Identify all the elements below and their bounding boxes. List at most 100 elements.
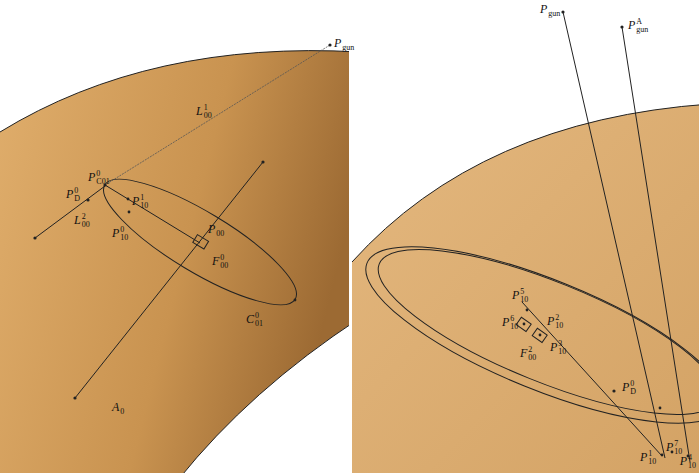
label-subscript: 00 bbox=[528, 354, 536, 362]
label-base: L bbox=[74, 213, 81, 227]
label-subscript: 10 bbox=[648, 458, 656, 466]
label-indices: 110 bbox=[648, 450, 656, 466]
point-label: P00 bbox=[208, 222, 224, 238]
label-base: P bbox=[547, 314, 554, 328]
label-base: P bbox=[66, 187, 73, 201]
label-indices: 200 bbox=[82, 213, 90, 229]
point-label: L200 bbox=[74, 213, 90, 229]
point-label: P710 bbox=[666, 440, 682, 456]
label-indices: 410 bbox=[688, 454, 696, 470]
label-indices: Agun bbox=[636, 18, 648, 34]
label-indices: 00 bbox=[216, 222, 224, 238]
point-label: P010 bbox=[112, 226, 128, 242]
label-subscript: C01 bbox=[96, 178, 109, 186]
point-label: P110 bbox=[640, 450, 656, 466]
label-indices: 210 bbox=[555, 314, 563, 330]
label-superscript: A bbox=[636, 18, 648, 26]
label-superscript: 2 bbox=[555, 314, 563, 322]
label-base: P bbox=[540, 2, 547, 16]
label-indices: 710 bbox=[674, 440, 682, 456]
label-base: L bbox=[196, 104, 203, 118]
label-subscript: 10 bbox=[688, 462, 696, 470]
point-label: P0D bbox=[622, 380, 636, 396]
label-subscript: 10 bbox=[120, 234, 128, 242]
label-subscript: D bbox=[74, 195, 80, 203]
label-superscript: 0 bbox=[74, 187, 80, 195]
label-indices: gun bbox=[548, 2, 560, 18]
label-superscript: 3 bbox=[558, 340, 566, 348]
label-indices: 0D bbox=[630, 380, 636, 396]
point-label: Pgun bbox=[334, 36, 354, 52]
point-label: F200 bbox=[520, 346, 536, 362]
label-superscript bbox=[216, 222, 224, 230]
label-indices: 000 bbox=[220, 254, 228, 270]
label-superscript: 1 bbox=[204, 104, 212, 112]
label-subscript: 00 bbox=[204, 112, 212, 120]
label-indices: gun bbox=[342, 36, 354, 52]
label-indices: 0 bbox=[120, 400, 124, 416]
label-subscript: 10 bbox=[140, 202, 148, 210]
label-indices: 001 bbox=[255, 312, 263, 328]
label-base: P bbox=[502, 315, 509, 329]
left-panel bbox=[0, 43, 349, 473]
label-subscript: 00 bbox=[220, 262, 228, 270]
label-superscript: 4 bbox=[688, 454, 696, 462]
label-superscript: 2 bbox=[82, 213, 90, 221]
label-base: P bbox=[132, 194, 139, 208]
label-base: A bbox=[112, 400, 119, 414]
label-superscript bbox=[120, 400, 124, 408]
label-superscript bbox=[548, 2, 560, 10]
label-subscript: 01 bbox=[255, 320, 263, 328]
label-superscript: 1 bbox=[140, 194, 148, 202]
point-label: P510 bbox=[512, 288, 528, 304]
label-indices: 0D bbox=[74, 187, 80, 203]
point-label: A0 bbox=[112, 400, 124, 416]
label-superscript: 0 bbox=[255, 312, 263, 320]
label-subscript: 00 bbox=[216, 230, 224, 238]
label-superscript: 7 bbox=[674, 440, 682, 448]
point-label: F000 bbox=[212, 254, 228, 270]
point-label: C001 bbox=[246, 312, 263, 328]
label-indices: 110 bbox=[140, 194, 148, 210]
label-superscript: 6 bbox=[510, 315, 518, 323]
label-base: P bbox=[550, 340, 557, 354]
point-label: P310 bbox=[550, 340, 566, 356]
label-subscript: 0 bbox=[120, 408, 124, 416]
point-label: PAgun bbox=[628, 18, 648, 34]
label-indices: 310 bbox=[558, 340, 566, 356]
label-indices: 0C01 bbox=[96, 170, 109, 186]
right-panel bbox=[352, 10, 699, 473]
label-subscript: D bbox=[630, 388, 636, 396]
point-label: P0C01 bbox=[88, 170, 110, 186]
point-label: P210 bbox=[547, 314, 563, 330]
label-superscript: 0 bbox=[220, 254, 228, 262]
label-base: F bbox=[212, 254, 219, 268]
label-superscript: 5 bbox=[520, 288, 528, 296]
label-indices: 100 bbox=[204, 104, 212, 120]
label-subscript: 10 bbox=[520, 296, 528, 304]
label-indices: 200 bbox=[528, 346, 536, 362]
label-base: F bbox=[520, 346, 527, 360]
label-subscript: 10 bbox=[510, 323, 518, 331]
point-label: L100 bbox=[196, 104, 212, 120]
label-superscript bbox=[342, 36, 354, 44]
label-base: P bbox=[208, 222, 215, 236]
label-base: P bbox=[640, 450, 647, 464]
label-base: P bbox=[512, 288, 519, 302]
label-base: P bbox=[680, 454, 687, 468]
label-superscript: 1 bbox=[648, 450, 656, 458]
point-label: P410 bbox=[680, 454, 696, 470]
label-base: C bbox=[246, 312, 254, 326]
label-subscript: gun bbox=[342, 44, 354, 52]
label-base: P bbox=[334, 36, 341, 50]
point-label: P110 bbox=[132, 194, 148, 210]
label-subscript: gun bbox=[548, 10, 560, 18]
label-indices: 010 bbox=[120, 226, 128, 242]
label-base: P bbox=[622, 380, 629, 394]
point-label: Pgun bbox=[540, 2, 560, 18]
point-label: P610 bbox=[502, 315, 518, 331]
label-superscript: 0 bbox=[120, 226, 128, 234]
label-superscript: 0 bbox=[96, 170, 109, 178]
